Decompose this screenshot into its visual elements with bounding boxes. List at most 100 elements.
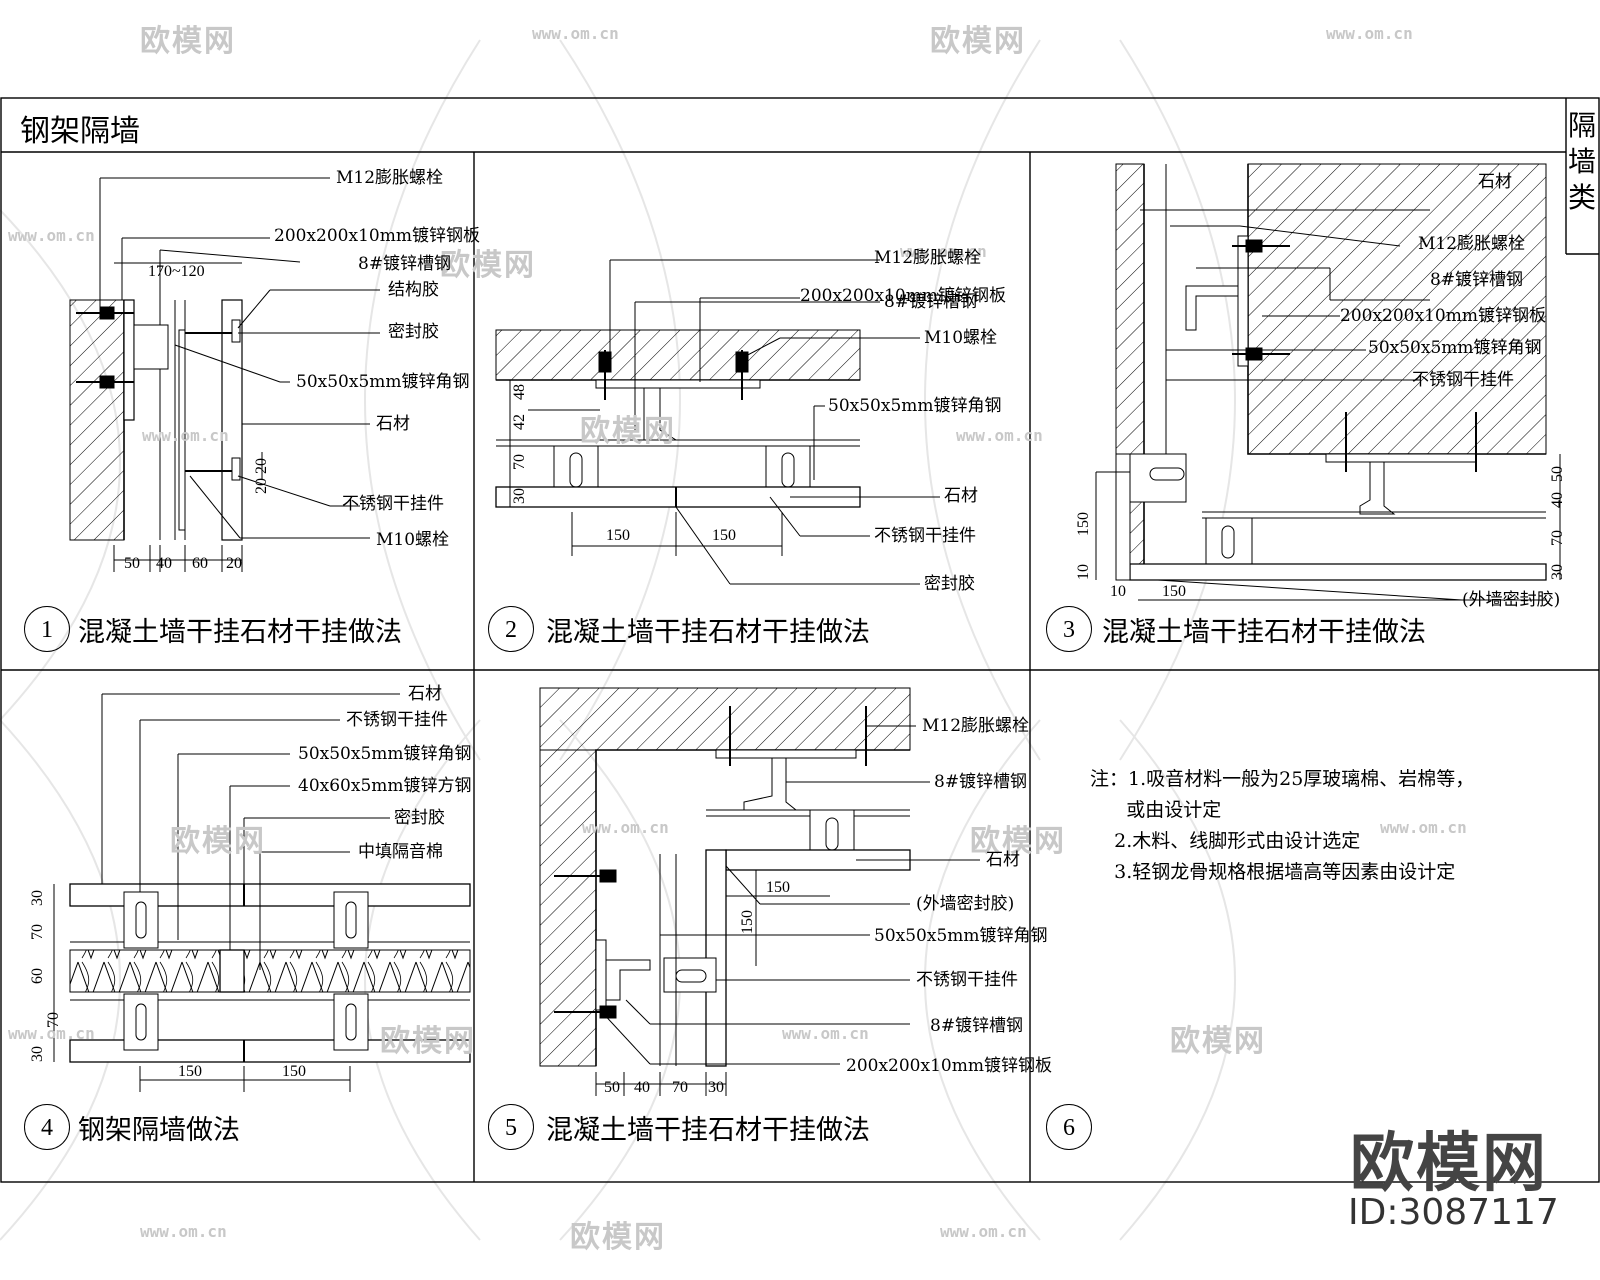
dim-30-bottom: 30 (29, 1046, 46, 1062)
watermark-brand-2: 欧模网 (930, 24, 1026, 59)
note-line-4: 3.轻钢龙骨规格根据墙高等因素由设计定 (1090, 861, 1456, 883)
label-acoustic-wool: 中填隔音棉 (358, 842, 443, 862)
dim-70: 70 (1549, 530, 1566, 546)
dim-20-vertical-a: 20 (253, 458, 270, 474)
label-angle-steel: 50x50x5mm镀锌角钢 (298, 744, 472, 764)
dim-30-top: 30 (29, 890, 46, 906)
brand-id: ID:3087117 (1348, 1192, 1559, 1233)
label-channel-steel-bottom: 8#镀锌槽钢 (930, 1016, 1024, 1036)
panel-1-drawing (69, 177, 380, 572)
dim-20-vertical-b: 20 (253, 478, 270, 494)
dim-60: 60 (192, 555, 208, 572)
label-m10-bolt: M10螺栓 (924, 328, 998, 348)
label-structural-adhesive: 结构胶 (388, 280, 439, 300)
panel-2-number: 2 (488, 606, 534, 652)
panel-2-drawing (495, 259, 940, 585)
dim-150-horizontal: 150 (766, 879, 790, 896)
dim-70: 70 (511, 454, 528, 470)
dim-30: 30 (708, 1079, 724, 1096)
design-notes: 注：1.吸音材料一般为25厚玻璃棉、岩棉等， 或由设计定 2.木料、线脚形式由设… (1090, 764, 1474, 888)
watermark-brand-9: 欧模网 (570, 1220, 666, 1255)
label-hanger: 不锈钢干挂件 (342, 494, 444, 514)
dim-150-right: 150 (282, 1063, 306, 1080)
dim-50: 50 (604, 1079, 620, 1096)
dim-150-vertical: 150 (1075, 512, 1092, 536)
dim-50: 50 (124, 555, 140, 572)
note-line-1: 注：1.吸音材料一般为25厚玻璃棉、岩棉等， (1090, 768, 1475, 790)
dim-150-right: 150 (712, 527, 736, 544)
panel-5-number: 5 (488, 1104, 534, 1150)
watermark-brand-5: 欧模网 (170, 824, 266, 859)
label-stone: 石材 (376, 414, 410, 434)
label-sealant: 密封胶 (388, 322, 439, 342)
watermark-url-12: www.om.cn (940, 1222, 1027, 1241)
label-angle-steel: 50x50x5mm镀锌角钢 (828, 396, 1002, 416)
dim-170-120: 170~120 (148, 263, 205, 280)
note-line-2: 或由设计定 (1090, 799, 1222, 821)
watermark-brand-3: 欧模网 (440, 248, 536, 283)
label-hanger: 不锈钢干挂件 (1412, 370, 1514, 390)
panel-5-drawing (539, 687, 980, 1096)
dim-150: 150 (1162, 583, 1186, 600)
dim-42: 42 (511, 414, 528, 430)
label-hanger: 不锈钢干挂件 (916, 970, 1018, 990)
label-exterior-sealant: (外墙密封胶) (1462, 590, 1561, 610)
label-stone: 石材 (1478, 172, 1512, 192)
watermark-url-10: www.om.cn (8, 1024, 95, 1043)
panel-4-caption: 钢架隔墙做法 (78, 1115, 240, 1146)
dim-20-bottom: 20 (226, 555, 242, 572)
label-steel-plate: 200x200x10mm镀锌钢板 (1340, 306, 1546, 326)
sheet-title: 钢架隔墙 (20, 114, 140, 149)
label-m10-bolt: M10螺栓 (376, 530, 450, 550)
dim-30: 30 (1549, 564, 1566, 580)
panel-2-caption: 混凝土墙干挂石材干挂做法 (546, 617, 870, 648)
label-steel-plate: 200x200x10mm镀锌钢板 (846, 1056, 1052, 1076)
panel-1-caption: 混凝土墙干挂石材干挂做法 (78, 617, 402, 648)
label-hanger: 不锈钢干挂件 (874, 526, 976, 546)
label-steel-plate: 200x200x10mm镀锌钢板 (274, 226, 480, 246)
watermark-brand-1: 欧模网 (140, 24, 236, 59)
label-m12-anchor-bolt: M12膨胀螺栓 (336, 168, 444, 188)
dim-10-vertical: 10 (1075, 564, 1092, 580)
panel-1-number: 1 (24, 606, 70, 652)
panel-5-caption: 混凝土墙干挂石材干挂做法 (546, 1115, 870, 1146)
label-sealant: 密封胶 (394, 808, 445, 828)
label-channel-steel-top: 8#镀锌槽钢 (934, 772, 1028, 792)
label-steel-plate: 200x200x10mm镀锌钢板 (800, 286, 1006, 306)
label-angle-steel: 50x50x5mm镀锌角钢 (1368, 338, 1542, 358)
dim-150-left: 150 (178, 1063, 202, 1080)
watermark-brand-4: 欧模网 (580, 414, 676, 449)
dim-48: 48 (511, 384, 528, 400)
note-line-3: 2.木料、线脚形式由设计选定 (1090, 830, 1361, 852)
watermark-url-9: www.om.cn (782, 1024, 869, 1043)
panel-3-drawing (1095, 163, 1561, 601)
label-angle-steel: 50x50x5mm镀锌角钢 (296, 372, 470, 392)
watermark-brand-6: 欧模网 (970, 824, 1066, 859)
label-angle-steel: 50x50x5mm镀锌角钢 (874, 926, 1048, 946)
watermark-url-7: www.om.cn (582, 818, 669, 837)
label-square-tube: 40x60x5mm镀锌方钢 (298, 776, 472, 796)
brand-logo: 欧模网 (1350, 1127, 1548, 1201)
watermark-url-5: www.om.cn (956, 426, 1043, 445)
panel-3-number: 3 (1046, 606, 1092, 652)
panel-3-caption: 混凝土墙干挂石材干挂做法 (1102, 617, 1426, 648)
dim-70: 70 (672, 1079, 688, 1096)
watermark-url-3: www.om.cn (900, 242, 987, 261)
dim-150-left: 150 (606, 527, 630, 544)
label-m12-anchor-bolt: M12膨胀螺栓 (874, 248, 982, 268)
panel-6-number: 6 (1046, 1104, 1092, 1150)
dim-70-top: 70 (29, 924, 46, 940)
label-exterior-sealant: (外墙密封胶) (916, 894, 1015, 914)
label-m12-anchor-bolt: M12膨胀螺栓 (1418, 234, 1526, 254)
label-stone: 石材 (986, 850, 1020, 870)
watermark-brand-7: 欧模网 (380, 1024, 476, 1059)
watermark-brand-8: 欧模网 (1170, 1024, 1266, 1059)
dim-50: 50 (1549, 466, 1566, 482)
label-stone: 石材 (944, 486, 978, 506)
watermark-url-4: www.om.cn (8, 226, 95, 245)
label-channel-steel: 8#镀锌槽钢 (884, 292, 978, 312)
dim-70-bottom: 70 (45, 1012, 62, 1028)
dim-10: 10 (1110, 583, 1126, 600)
